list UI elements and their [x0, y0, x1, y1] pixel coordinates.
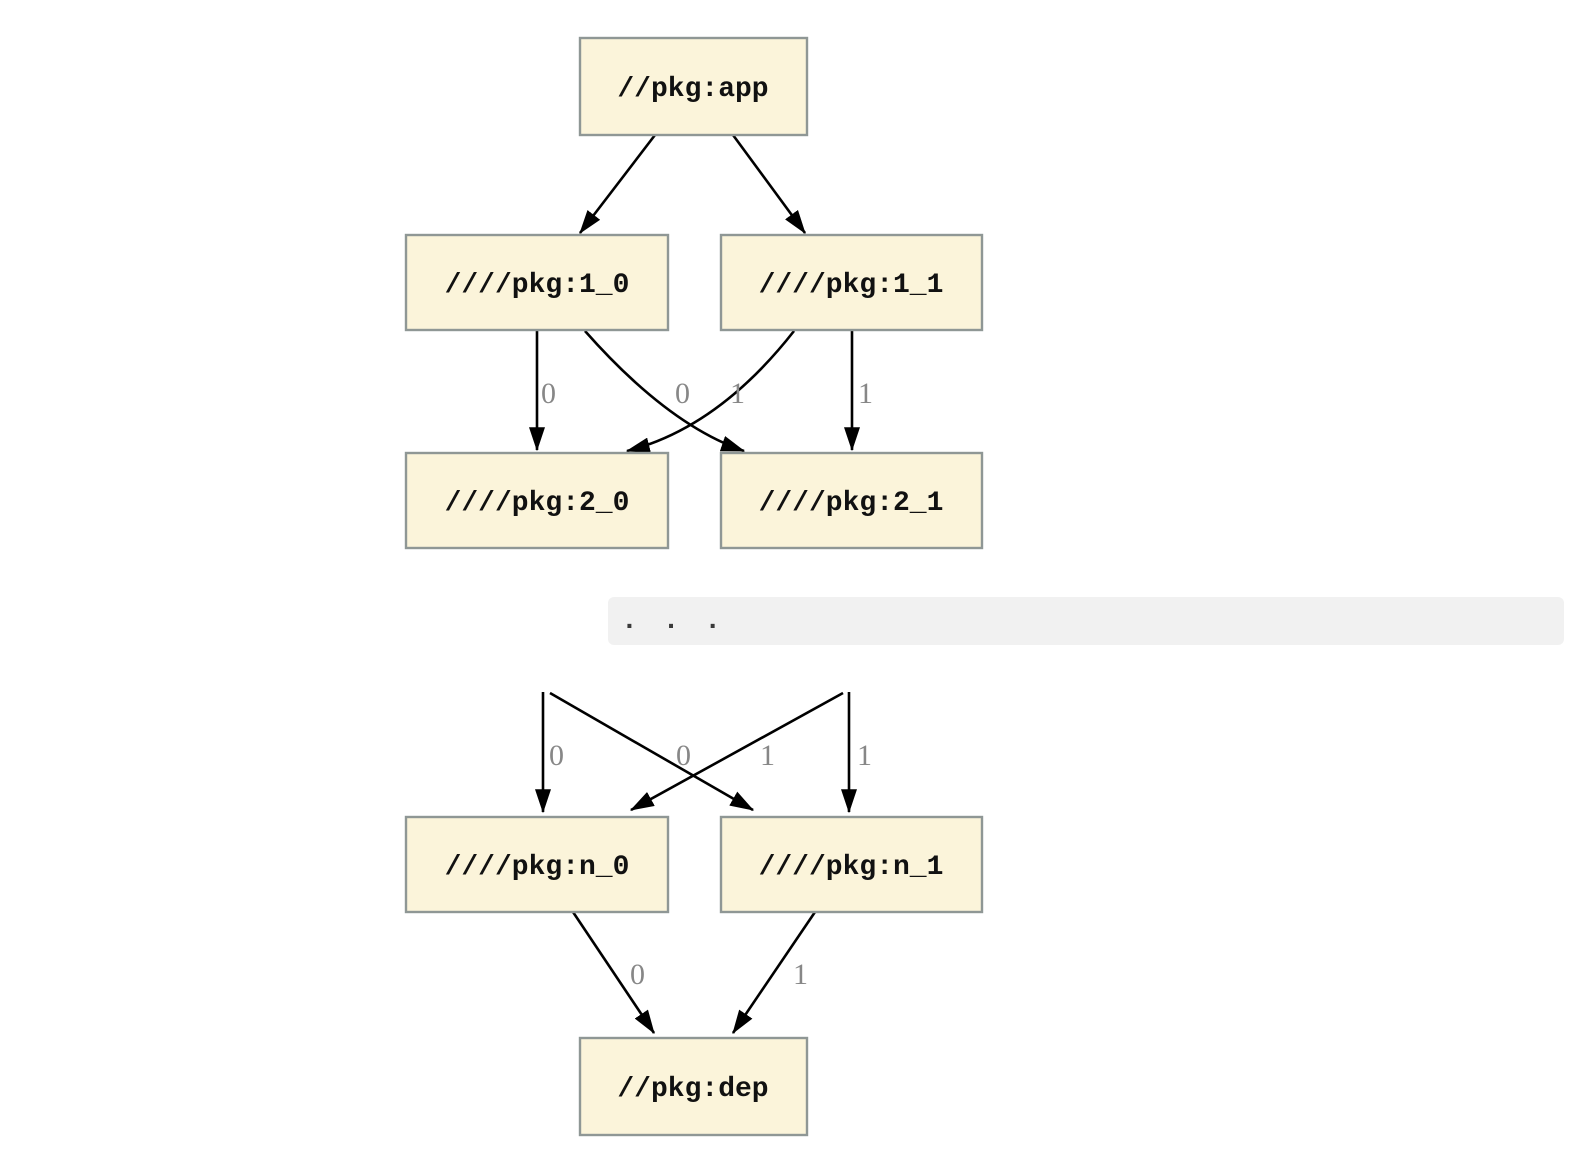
node-pkg-n-1-label: ////pkg:n_1 [759, 852, 944, 883]
node-pkg-2-0-box [404, 451, 670, 550]
node-pkg-1-1-box [719, 233, 984, 332]
edge-label-1-0-to-2-0: 0 [541, 377, 556, 410]
edge-label-elided-to-n-0: 0 [549, 739, 564, 772]
node-pkg-app-box [578, 36, 809, 137]
edge-app-to-1-1 [731, 134, 807, 234]
edge-app-to-1-0 [578, 134, 657, 234]
edge-label-elided-to-n-1: 1 [857, 739, 872, 772]
edge-elided-cross-to-n-1 [549, 691, 755, 812]
edge-elided-cross-to-n-0 [629, 691, 844, 812]
node-pkg-2-0-label: ////pkg:2_0 [445, 488, 630, 519]
edge-n-1-to-dep [731, 911, 817, 1034]
edge-label-1-1-to-2-1: 1 [858, 377, 873, 410]
node-pkg-2-1: ////pkg:2_1 [719, 451, 984, 550]
edge-label-elided-cross-to-n-1: 1 [760, 739, 775, 772]
node-pkg-2-1-box [719, 451, 984, 550]
node-pkg-n-1: ////pkg:n_1 [719, 815, 984, 914]
edge-n-0-to-dep [571, 911, 656, 1034]
node-pkg-n-0-box [404, 815, 670, 914]
ellipsis-band: . . . [608, 597, 1564, 645]
node-pkg-n-0: ////pkg:n_0 [404, 815, 670, 914]
edge-label-n-0-to-dep: 0 [630, 958, 645, 991]
node-pkg-1-1: ////pkg:1_1 [719, 233, 984, 332]
edge-label-elided-cross-to-n-0: 0 [676, 739, 691, 772]
edge-label-1-1-to-2-0: 0 [675, 377, 690, 410]
node-pkg-n-0-label: ////pkg:n_0 [445, 852, 630, 883]
node-pkg-1-0-label: ////pkg:1_0 [445, 270, 630, 301]
ellipsis-text: . . . [621, 605, 726, 637]
edge-label-1-0-to-2-1: 1 [730, 377, 745, 410]
node-pkg-dep-label: //pkg:dep [617, 1074, 768, 1105]
node-pkg-dep-box [578, 1036, 809, 1137]
node-pkg-2-1-label: ////pkg:2_1 [759, 488, 944, 519]
node-pkg-1-1-label: ////pkg:1_1 [759, 270, 944, 301]
node-pkg-dep: //pkg:dep [578, 1036, 809, 1137]
node-pkg-app-label: //pkg:app [617, 74, 768, 105]
edge-1-1-to-2-0 [625, 330, 796, 454]
node-pkg-n-1-box [719, 815, 984, 914]
node-pkg-1-0-box [404, 233, 670, 332]
node-pkg-app: //pkg:app [578, 36, 809, 137]
node-pkg-1-0: ////pkg:1_0 [404, 233, 670, 332]
edge-label-n-1-to-dep: 1 [793, 958, 808, 991]
node-pkg-2-0: ////pkg:2_0 [404, 451, 670, 550]
edge-1-0-to-2-1 [584, 330, 746, 453]
